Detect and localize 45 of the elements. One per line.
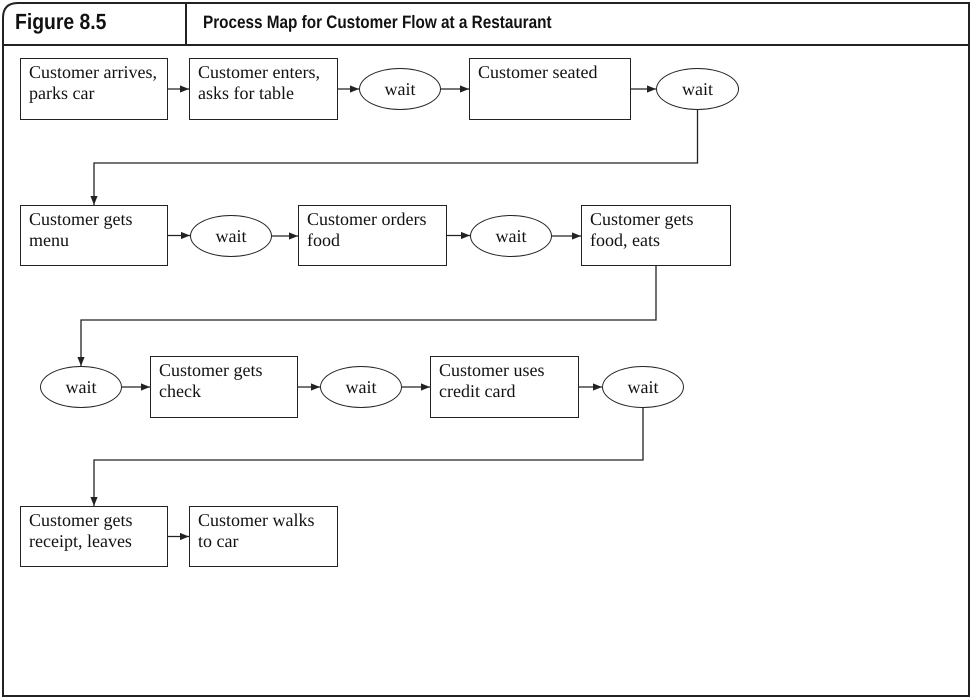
- node-text: Customer orders food: [307, 209, 428, 251]
- node-text: wait: [346, 376, 376, 398]
- arrow: [168, 85, 189, 93]
- arrow: [122, 383, 150, 391]
- process-box: [150, 356, 298, 418]
- process-box: [581, 205, 731, 266]
- arrow: [338, 85, 359, 93]
- arrow: [631, 85, 656, 93]
- process-box: [189, 506, 338, 567]
- arrow: [447, 232, 470, 240]
- arrow: [272, 232, 298, 240]
- node-text: Customer gets menu: [29, 209, 134, 251]
- arrow: [579, 383, 602, 391]
- node-text: wait: [216, 226, 246, 246]
- figure-title: Process Map for Customer Flow at a Restaurant: [203, 12, 552, 33]
- process-box: [469, 58, 631, 120]
- node-text: wait: [682, 78, 713, 100]
- figure-number: Figure 8.5: [15, 9, 106, 35]
- node-text: Customer arrives, parks car: [29, 62, 158, 104]
- process-box: [189, 58, 338, 120]
- node-text: wait: [628, 376, 658, 398]
- arrow: [552, 232, 581, 240]
- node-text: wait: [496, 226, 526, 246]
- arrow: [168, 232, 190, 240]
- arrow: [441, 85, 469, 93]
- process-box: [20, 205, 168, 266]
- process-box: [430, 356, 579, 418]
- node-text: Customer gets receipt, leaves: [29, 510, 134, 552]
- node-text: wait: [384, 78, 416, 100]
- arrow: [298, 383, 320, 391]
- node-text: Customer enters, asks for table: [198, 62, 321, 104]
- process-box: [20, 506, 168, 567]
- node-text: Customer walks to car: [198, 510, 316, 552]
- node-text: Customer gets food, eats: [590, 209, 694, 251]
- node-text: Customer seated: [478, 62, 598, 83]
- arrow: [168, 532, 189, 540]
- node-text: wait: [66, 376, 96, 398]
- process-box: [298, 205, 447, 266]
- node-text: Customer gets check: [159, 360, 264, 402]
- arrow: [90, 110, 698, 205]
- arrow: [402, 383, 430, 391]
- node-text: Customer uses credit card: [439, 360, 546, 402]
- arrow: [90, 408, 644, 506]
- process-box: [20, 58, 168, 120]
- arrow: [77, 266, 657, 366]
